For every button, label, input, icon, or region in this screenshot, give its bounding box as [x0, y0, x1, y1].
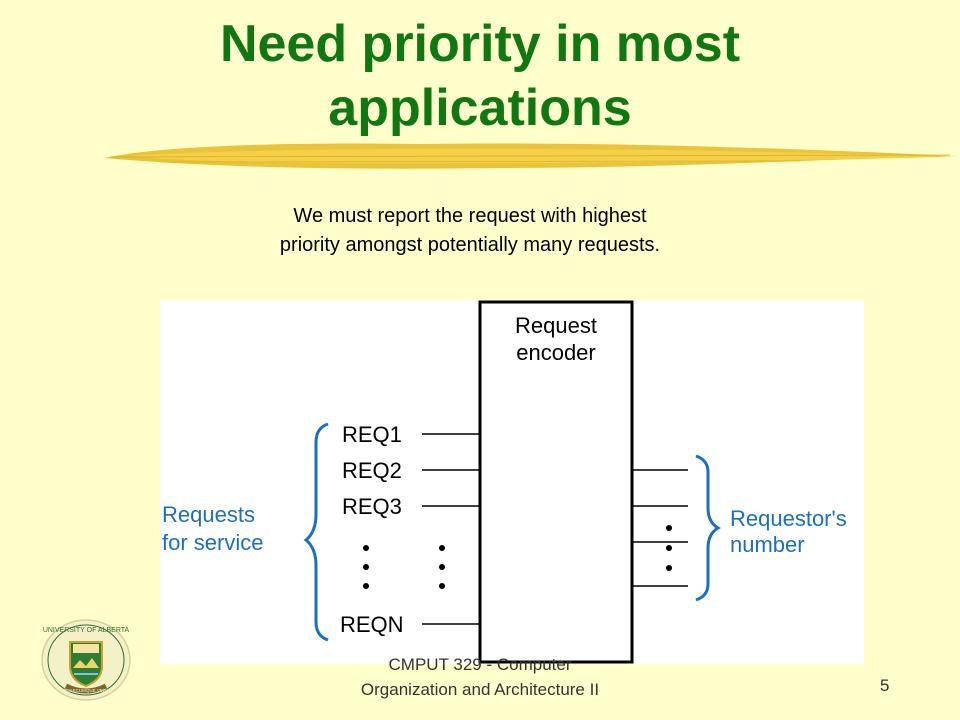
- slide-subtitle: We must report the request with highest …: [160, 202, 780, 260]
- footer-course-line-1: CMPUT 329 - Computer: [388, 655, 572, 674]
- input-ellipsis-left: [363, 545, 369, 589]
- input-ellipsis-right: [439, 545, 445, 589]
- output-ellipsis: [666, 525, 672, 571]
- brush-stroke-divider: [104, 143, 958, 169]
- left-label-line-1: Requests: [162, 502, 255, 527]
- slide-title-line-1: Need priority in most: [219, 15, 741, 73]
- page-number: 5: [880, 676, 890, 695]
- svg-text:QUAECUMQUE VERA: QUAECUMQUE VERA: [63, 688, 109, 693]
- subtitle-line-1: We must report the request with highest: [293, 205, 647, 227]
- right-label-line-2: number: [730, 532, 805, 557]
- input-label-reqn: REQN: [340, 612, 404, 637]
- left-brace: [303, 422, 329, 642]
- subtitle-line-2: priority amongst potentially many reques…: [279, 234, 661, 256]
- right-brace: [695, 454, 721, 602]
- encoder-box: [478, 300, 634, 664]
- university-crest-logo: UNIVERSITY OF ALBERTA QUAECUMQUE VERA: [41, 619, 131, 701]
- svg-text:UNIVERSITY OF ALBERTA: UNIVERSITY OF ALBERTA: [43, 627, 130, 634]
- right-label-line-1: Requestor's: [730, 506, 847, 531]
- encoder-label-line-2: encoder: [516, 340, 596, 365]
- slide-title-line-2: applications: [328, 79, 632, 137]
- input-label-req2: REQ2: [342, 458, 402, 483]
- slide-title: Need priority in most applications: [100, 12, 860, 140]
- left-label-line-2: for service: [162, 530, 263, 555]
- input-label-req3: REQ3: [342, 494, 402, 519]
- encoder-diagram: Request encoder REQ1 REQ2 REQ3 REQN Requ…: [160, 300, 864, 664]
- encoder-label-line-1: Request: [515, 313, 597, 338]
- input-label-req1: REQ1: [342, 422, 402, 447]
- slide-footer: CMPUT 329 - Computer Organization and Ar…: [300, 652, 660, 702]
- footer-course-line-2: Organization and Architecture II: [360, 680, 600, 699]
